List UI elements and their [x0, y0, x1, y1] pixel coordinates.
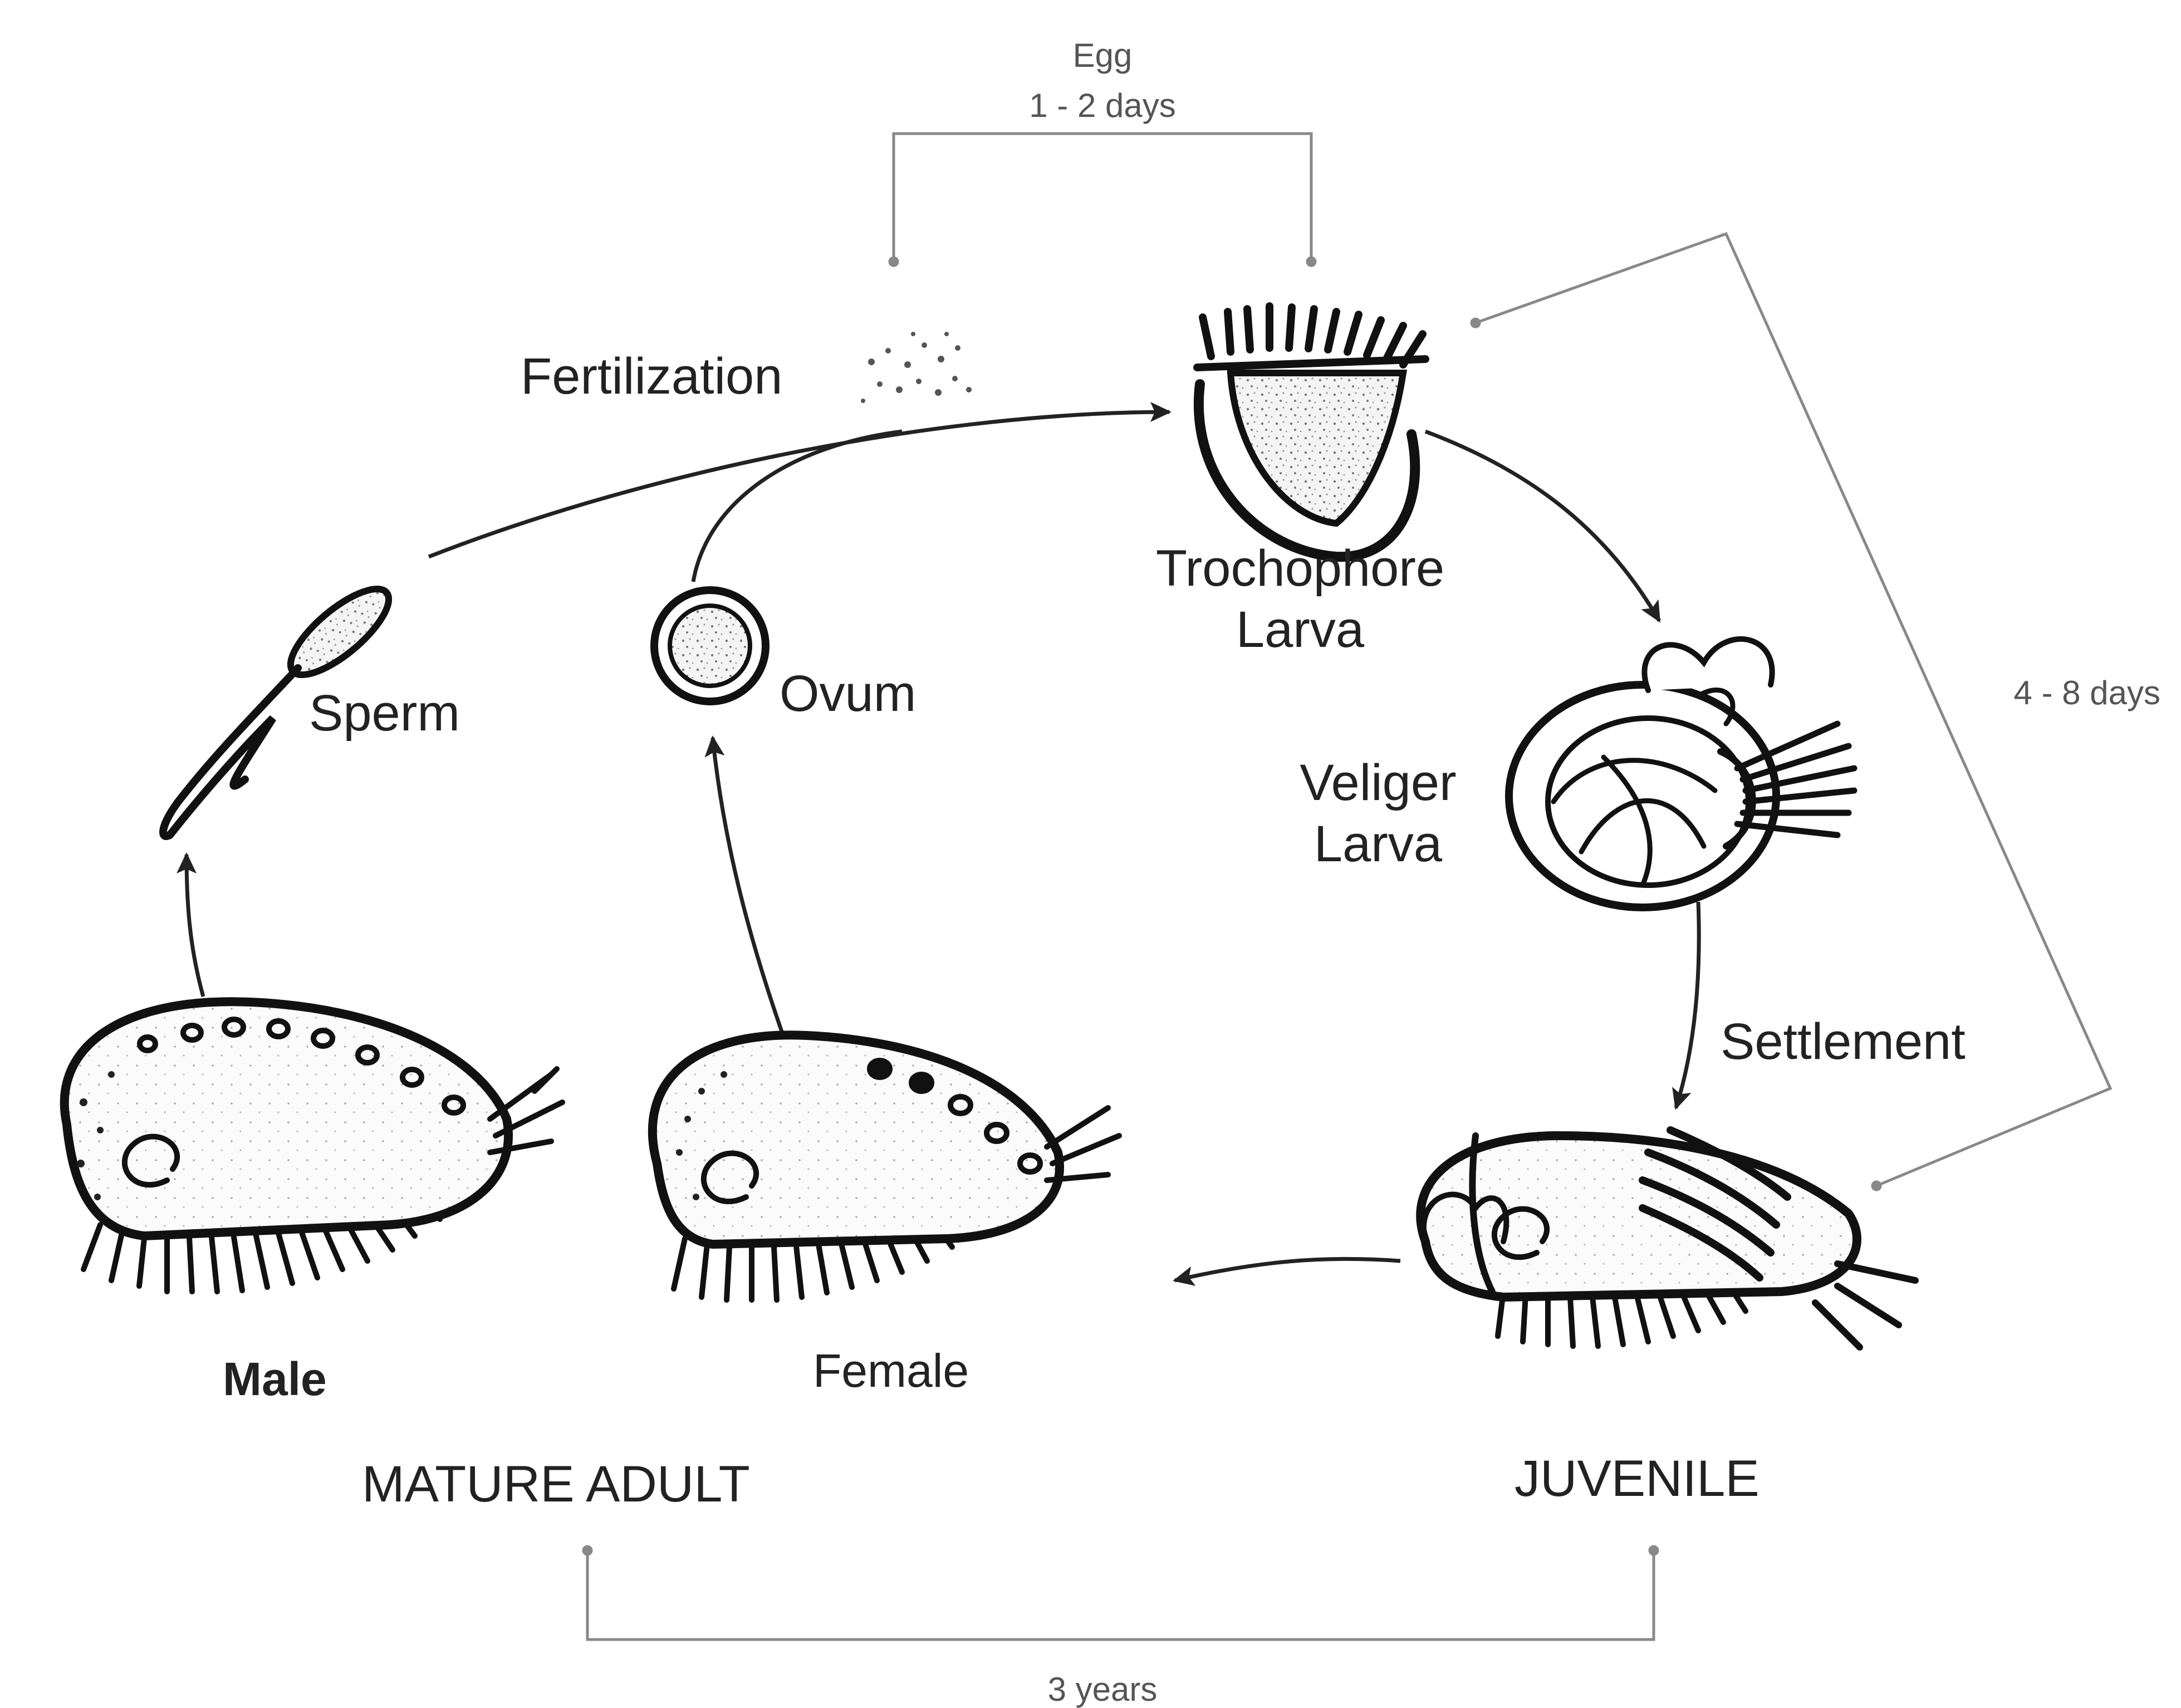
- arrow-sperm-to-trochophore: [429, 412, 1169, 557]
- male-adult-illustration: [65, 1002, 562, 1292]
- veliger-larva-illustration: [1509, 639, 1854, 907]
- arrow-male-to-sperm: [187, 855, 203, 997]
- fertilization-dots: [861, 332, 972, 403]
- egg-bracket: [890, 134, 1315, 266]
- juvenile-label: JUVENILE: [1515, 1453, 1759, 1504]
- trochophore-label-line2: Larva: [1133, 604, 1467, 655]
- sperm-label: Sperm: [309, 688, 460, 739]
- ovum-illustration: [654, 590, 766, 701]
- maturation-duration: 3 years: [991, 1673, 1214, 1706]
- female-label: Female: [813, 1347, 969, 1394]
- female-adult-illustration: [653, 1035, 1119, 1300]
- settlement-label: Settlement: [1721, 1016, 1966, 1067]
- egg-duration: 1 - 2 days: [991, 89, 1214, 122]
- arrow-veliger-to-juvenile: [1676, 902, 1699, 1108]
- maturation-bracket: [584, 1547, 1658, 1640]
- arrow-juvenile-to-female: [1175, 1259, 1400, 1280]
- veliger-label-line1: Veliger: [1253, 757, 1503, 808]
- trochophore-larva-illustration: [1197, 306, 1425, 557]
- egg-label: Egg: [1047, 39, 1158, 72]
- ovum-label: Ovum: [780, 668, 916, 719]
- male-label: Male: [223, 1356, 327, 1402]
- fertilization-label: Fertilization: [521, 351, 782, 402]
- larval-duration: 4 - 8 days: [1949, 676, 2160, 710]
- arrow-female-to-ovum: [713, 738, 785, 1041]
- juvenile-illustration: [1420, 1130, 1915, 1347]
- arrow-ovum-to-trochophore: [693, 431, 902, 582]
- trochophore-label-line1: Trochophore: [1133, 543, 1467, 594]
- veliger-label-line2: Larva: [1253, 818, 1503, 870]
- mature-adult-label: MATURE ADULT: [362, 1459, 750, 1510]
